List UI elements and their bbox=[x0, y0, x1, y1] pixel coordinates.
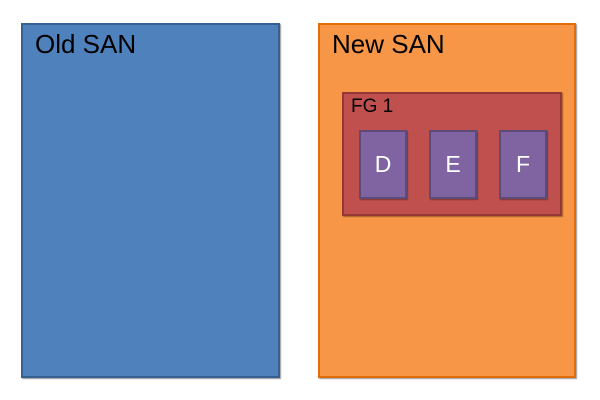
new-san-label: New SAN bbox=[332, 29, 445, 59]
fg1-group-box: FG 1 D E F bbox=[342, 92, 562, 216]
node-f-label: F bbox=[515, 151, 531, 177]
new-san-box: New SAN FG 1 D E F bbox=[318, 23, 576, 378]
fg1-group-label: FG 1 bbox=[351, 96, 394, 117]
node-d: D bbox=[359, 130, 407, 199]
old-san-label: Old SAN bbox=[35, 29, 137, 59]
node-e: E bbox=[429, 130, 477, 199]
node-d-label: D bbox=[374, 151, 392, 177]
node-e-label: E bbox=[445, 151, 461, 177]
old-san-box: Old SAN bbox=[21, 23, 280, 378]
node-f: F bbox=[499, 130, 547, 199]
fg1-node-row: D E F bbox=[359, 130, 547, 199]
